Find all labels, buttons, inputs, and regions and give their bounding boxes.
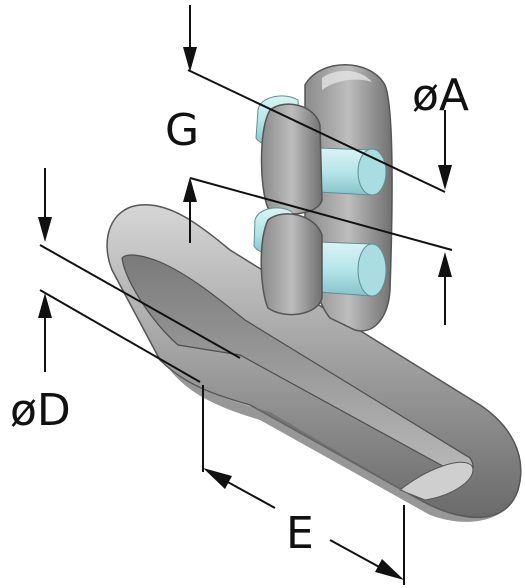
- dim-e-arrow-right-head: [375, 559, 404, 580]
- label-dim-g: G: [165, 105, 199, 156]
- dim-a-arrow-bottom-head: [438, 252, 452, 277]
- shackle-loop: [106, 204, 522, 522]
- loop-end-lip: [399, 461, 474, 501]
- loop-slot: [121, 254, 474, 474]
- dim-a-ext-top: [187, 69, 446, 193]
- dim-d-arrow-bottom-head: [38, 293, 52, 318]
- label-dim-e: E: [286, 508, 314, 559]
- dim-e-arrow-left-head: [203, 468, 232, 489]
- dim-d-ext-bottom: [39, 289, 201, 383]
- nut-upper: [260, 103, 323, 215]
- ear-highlight: [322, 70, 372, 90]
- dim-a-ext-bottom: [189, 177, 453, 251]
- pin-lower: [253, 207, 387, 297]
- dim-g-arrow-top-head: [183, 47, 197, 72]
- pin-upper-face: [357, 148, 387, 196]
- dim-g-arrow-bottom-head: [183, 177, 197, 202]
- label-dim-d: øD: [10, 385, 71, 436]
- label-dim-a: øA: [412, 70, 469, 121]
- pin-lower-face: [357, 243, 387, 297]
- dim-a-arrow-top-head: [438, 165, 452, 190]
- dim-d-arrow-top-head: [38, 217, 52, 242]
- nut-lower: [260, 213, 323, 316]
- dimension-lines: [38, 5, 453, 585]
- dim-d-ext-top: [39, 244, 241, 359]
